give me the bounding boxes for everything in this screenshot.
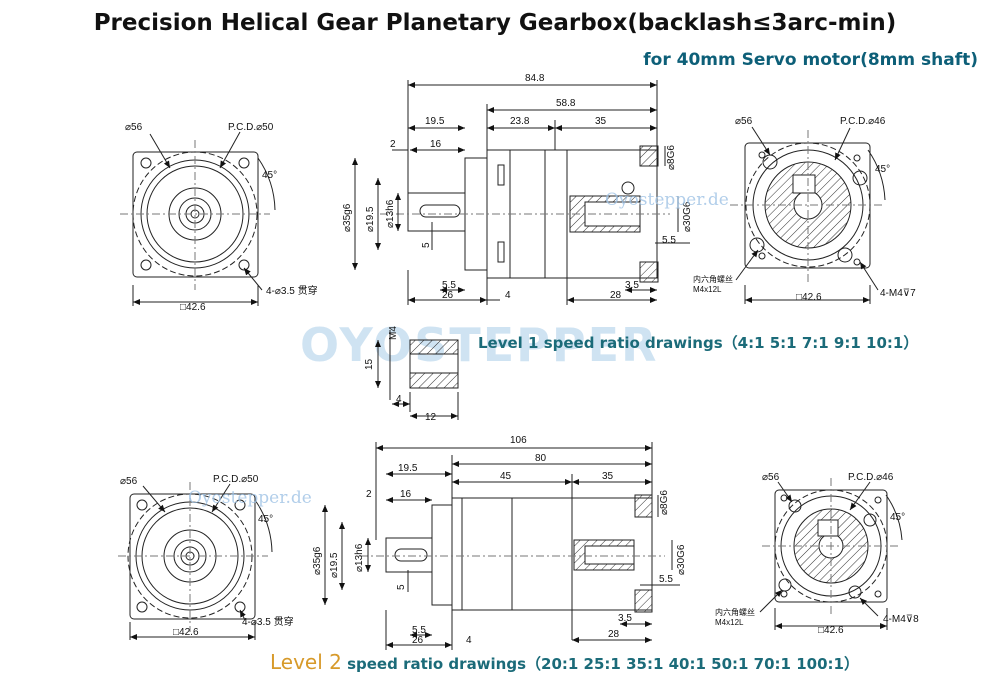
l2-dim-19-5: ⌀19.5: [329, 552, 340, 578]
l2-rear-angle: 45°: [890, 512, 905, 523]
l2-rear-square: □42.6: [818, 625, 844, 636]
l2-dim-2: 2: [366, 489, 372, 500]
key-m4: M4: [388, 326, 399, 340]
l2-rear-view: [759, 478, 903, 630]
level2-caption: Level 2 speed ratio drawings（20:1 25:1 3…: [270, 650, 859, 674]
l1-dim-shaft: 19.5: [425, 116, 445, 127]
l1-rear-holes: 4-M4⊽7: [880, 288, 916, 299]
l1-dim-13h6: ⌀13h6: [385, 199, 396, 228]
l1-dim-3-5: 3.5: [625, 280, 639, 291]
l1-dim-overall: 84.8: [525, 73, 545, 84]
watermark-logo: OYOSTEPPER: [300, 318, 659, 372]
l1-dim-8g6: ⌀8G6: [666, 145, 677, 170]
l2-side-view: [322, 442, 680, 650]
l1-dim-body: 58.8: [556, 98, 576, 109]
l1-rear-screw-cn: 内六角螺丝: [693, 274, 733, 284]
l2-dim-16: 16: [400, 489, 412, 500]
l1-rear-screw: M4x12L: [693, 285, 722, 294]
l1-side-labels: 84.8 58.8 19.5 23.8 35 2 16 ⌀35g6 ⌀19.5 …: [342, 73, 693, 301]
l1-front-holes: 4-⌀3.5 贯穿: [266, 284, 318, 297]
l1-front-square: □42.6: [180, 302, 206, 313]
l1-front-angle: 45°: [262, 170, 277, 181]
l2-dim-3-5: 3.5: [618, 613, 632, 624]
l2-dim-5: 5: [396, 584, 407, 590]
l2-rear-screw: M4x12L: [715, 618, 744, 627]
l2-dim-35: 35: [602, 471, 614, 482]
l1-dim-19-5: ⌀19.5: [365, 206, 376, 232]
l1-dim-23-8: 23.8: [510, 116, 530, 127]
l1-rear-square: □42.6: [796, 292, 822, 303]
page-subtitle: for 40mm Servo motor(8mm shaft): [643, 50, 978, 70]
l1-rear-diameter: ⌀56: [735, 116, 753, 127]
l1-dim-30g6: ⌀30G6: [682, 201, 693, 232]
l1-dim-35: 35: [595, 116, 607, 127]
key-dim-15: 15: [364, 358, 375, 370]
l1-front-diameter: ⌀56: [125, 122, 143, 133]
l1-dim-26: 26: [442, 290, 454, 301]
l2-front-diameter: ⌀56: [120, 476, 138, 487]
l1-dim-5-5b: 5.5: [662, 235, 676, 246]
l1-dim-2: 2: [390, 139, 396, 150]
page-title: Precision Helical Gear Planetary Gearbox…: [93, 10, 897, 36]
l1-rear-angle: 45°: [875, 164, 890, 175]
l2-dim-45: 45: [500, 471, 512, 482]
l1-dim-35g6: ⌀35g6: [342, 203, 353, 232]
l2-dim-5-5b: 5.5: [659, 574, 673, 585]
l1-rear-view: [730, 126, 886, 304]
l1-side-view: [352, 80, 690, 305]
l1-rear-pcd: P.C.D.⌀46: [840, 116, 886, 127]
l2-front-pcd: P.C.D.⌀50: [213, 474, 259, 485]
l2-dim-8g6: ⌀8G6: [659, 490, 670, 515]
watermark-site-2: Oyostepper.de: [188, 488, 312, 508]
l2-rear-holes: 4-M4⊽8: [883, 614, 919, 625]
key-detail: [375, 330, 459, 420]
watermark-site-1: Oyostepper.de: [605, 190, 729, 210]
level2-caption-rest: speed ratio drawings（20:1 25:1 35:1 40:1…: [341, 655, 859, 673]
l2-side-labels: 106 80 19.5 45 35 2 16 ⌀35g6 ⌀19.5 ⌀13h6…: [312, 435, 687, 646]
l2-dim-body: 80: [535, 453, 547, 464]
key-dim-4: 4: [396, 394, 402, 405]
l2-dim-26: 26: [412, 635, 424, 646]
l1-dim-5-5: 5.5: [442, 280, 456, 291]
level2-caption-word: Level 2: [270, 650, 342, 674]
level1-caption: Level 1 speed ratio drawings（4:1 5:1 7:1…: [478, 334, 919, 352]
l1-dim-16: 16: [430, 139, 442, 150]
key-dim-12: 12: [425, 412, 437, 423]
l2-dim-35g6: ⌀35g6: [312, 546, 323, 575]
l2-dim-4: 4: [466, 635, 472, 646]
l2-dim-30g6: ⌀30G6: [676, 544, 687, 575]
l2-dim-13h6: ⌀13h6: [354, 543, 365, 572]
l1-front-view: [120, 131, 276, 306]
l2-front-holes: 4-⌀3.5 贯穿: [242, 615, 294, 628]
l2-rear-diameter: ⌀56: [762, 472, 780, 483]
l1-dim-4: 4: [505, 290, 511, 301]
l2-dim-28: 28: [608, 629, 620, 640]
l2-front-square: □42.6: [173, 627, 199, 638]
l2-dim-shaft: 19.5: [398, 463, 418, 474]
l1-front-pcd: P.C.D.⌀50: [228, 122, 274, 133]
l2-rear-screw-cn: 内六角螺丝: [715, 607, 755, 617]
l2-rear-pcd: P.C.D.⌀46: [848, 472, 894, 483]
l1-dim-28: 28: [610, 290, 622, 301]
l1-dim-5: 5: [421, 242, 432, 248]
l2-dim-overall: 106: [510, 435, 527, 446]
l2-dim-5-5: 5.5: [412, 625, 426, 636]
l2-front-angle: 45°: [258, 514, 273, 525]
l2-front-view: [118, 482, 273, 640]
